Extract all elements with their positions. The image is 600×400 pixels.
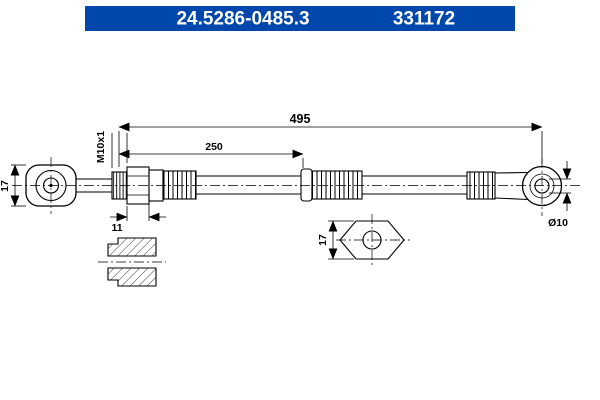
title-block: 24.5286-0485.3 331172 [85,6,515,31]
part-number: 24.5286-0485.3 [176,9,309,30]
dimension-intermediate-250: 250 [118,141,304,168]
brake-hose-assembly [76,166,529,205]
thread-callout: M10x1 [95,131,128,168]
corrugated-section-1 [162,170,197,200]
corrugated-section-2 [311,170,363,200]
dim-label-left-17: 17 [0,180,11,192]
dimension-hex-11: 11 [110,203,166,234]
dim-label-nut-17: 17 [317,234,329,246]
left-eye-fitting [25,157,77,214]
dim-label-m10x1: M10x1 [95,131,107,163]
reference-number: 331172 [393,9,455,30]
dimension-eye-hole-d10: Ø10 [548,161,572,229]
dim-label-495: 495 [290,112,311,126]
dim-label-250: 250 [205,141,223,153]
dimension-overall-495: 495 [118,112,543,167]
bushing-section-view [98,237,166,287]
dim-label-d10: Ø10 [548,217,568,229]
dimension-nut-17: 17 [317,220,354,260]
hex-nut-top-view [336,214,410,266]
header-bar [85,6,515,31]
right-eye-fitting [521,158,563,216]
threaded-stub [111,171,128,200]
dim-label-11: 11 [111,222,122,234]
corrugated-section-3 [466,171,496,200]
dimension-left-fitting-17: 17 [0,164,26,207]
